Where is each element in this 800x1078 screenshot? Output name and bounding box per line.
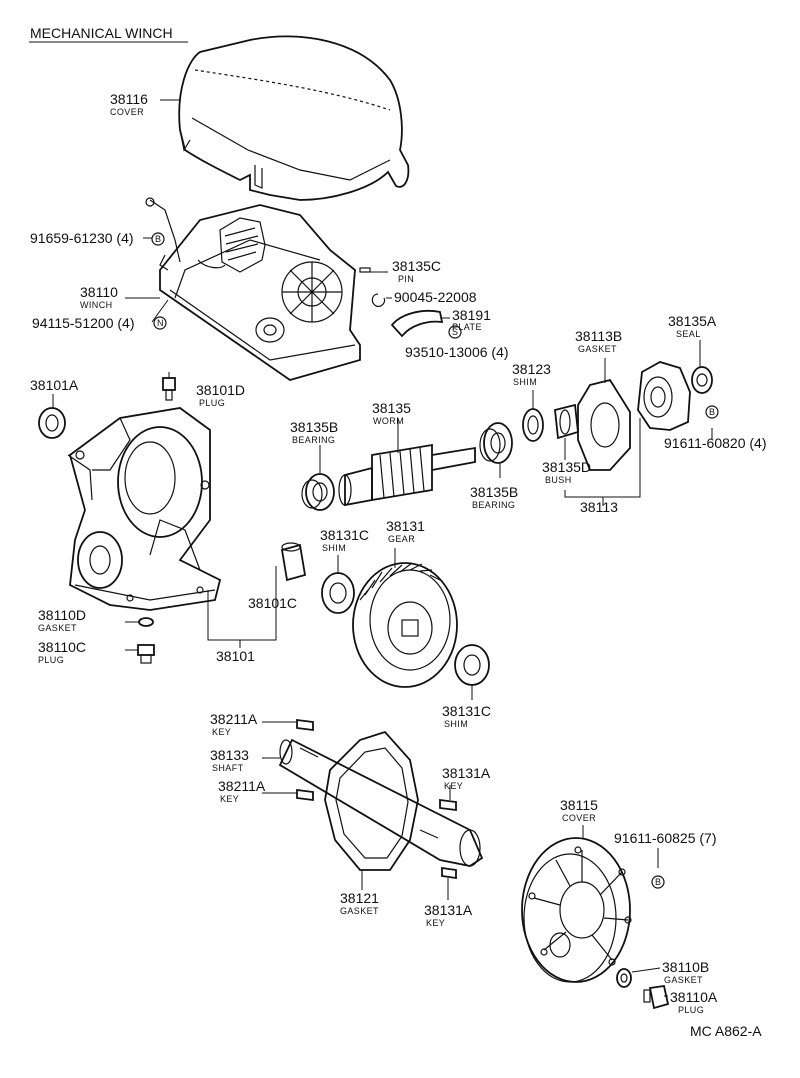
label-91611-60825-badge: B — [655, 877, 661, 887]
label-38135A-number: 38135A — [668, 313, 717, 329]
label-38135B-right-name: BEARING — [472, 500, 515, 510]
label-38135B-left-number: 38135B — [290, 419, 338, 435]
label-38131-name: GEAR — [388, 534, 415, 544]
label-38131A-bottom-number: 38131A — [424, 902, 473, 918]
label-94115-badge: N — [157, 318, 164, 328]
label-91611-60820-number: 91611-60820 (4) — [664, 435, 766, 451]
label-93510-badge: S — [452, 327, 458, 337]
label-94115-number: 94115-51200 (4) — [32, 315, 134, 331]
badge-b-circle — [705, 405, 719, 419]
sleeve-38101C-drawing — [280, 542, 307, 582]
label-38121-number: 38121 — [340, 890, 379, 906]
label-91611-60825-number: 91611-60825 (7) — [614, 830, 716, 846]
label-38110C-name: PLUG — [38, 655, 64, 665]
key-38211A-bottom-drawing — [296, 788, 314, 802]
label-38101D-name: PLUG — [199, 398, 225, 408]
badge-b-circle — [151, 232, 165, 246]
label-38211A-top-name: KEY — [212, 727, 231, 737]
label-38131-number: 38131 — [386, 518, 425, 534]
badge-n-circle — [153, 316, 167, 330]
label-38133-number: 38133 — [210, 747, 249, 763]
label-38101C-number: 38101C — [248, 595, 297, 611]
label-38131C-top-name: SHIM — [322, 543, 346, 553]
label-91611-60820-badge: B — [709, 407, 715, 417]
label-91659-number: 91659-61230 (4) — [30, 230, 134, 246]
label-38131C-bottom-number: 38131C — [442, 703, 491, 719]
cover-38116-drawing — [178, 35, 410, 201]
label-38135C-number: 38135C — [392, 258, 441, 274]
seal-38101A-drawing — [38, 407, 66, 439]
label-93510-number: 93510-13006 (4) — [405, 344, 509, 360]
label-38211A-bottom-name: KEY — [220, 794, 239, 804]
label-38115-name: COVER — [562, 813, 596, 823]
worm-38135-drawing — [338, 443, 476, 507]
label-38110-number: 38110 — [80, 284, 118, 300]
plate-38191-drawing — [390, 310, 444, 338]
label-38123-name: SHIM — [513, 377, 537, 387]
label-38101-number: 38101 — [216, 648, 255, 664]
label-38110A-name: PLUG — [678, 1005, 704, 1015]
badge-s-circle — [448, 325, 462, 339]
label-90045-number: 90045-22008 — [394, 289, 477, 305]
label-38135-name: WORM — [373, 416, 404, 426]
seal-38135A-drawing — [691, 366, 713, 394]
label-38113B-name: GASKET — [578, 344, 617, 354]
label-38211A-top-number: 38211A — [210, 711, 258, 727]
label-38135A-name: SEAL — [676, 329, 701, 339]
label-38135D-name: BUSH — [545, 475, 572, 485]
label-38135B-right-number: 38135B — [470, 484, 518, 500]
bearing-38135B-right-drawing — [479, 422, 513, 464]
label-38110D-name: GASKET — [38, 623, 77, 633]
label-38131A-bottom-name: KEY — [426, 918, 445, 928]
label-38110C-number: 38110C — [38, 639, 86, 655]
label-38135B-left-name: BEARING — [292, 435, 335, 445]
key-38131A-top-drawing — [439, 798, 457, 812]
label-38121-name: GASKET — [340, 906, 379, 916]
label-38116-number: 38116 — [110, 91, 148, 107]
label-91659-badge: B — [155, 234, 161, 244]
plug-38110A-drawing — [643, 984, 670, 1010]
label-38133-name: SHAFT — [212, 763, 244, 773]
label-38191-name: PLATE — [452, 322, 482, 332]
label-38110D-number: 38110D — [38, 607, 86, 623]
label-38116-name: COVER — [110, 107, 144, 117]
label-38135C-name: PIN — [398, 274, 414, 284]
label-38135D-number: 38135D — [542, 459, 591, 475]
gasket-38110B-drawing — [616, 968, 632, 988]
housing-38113-drawing — [637, 361, 691, 431]
gear-38131-drawing — [352, 562, 458, 688]
clip-90045-drawing — [371, 293, 386, 307]
label-38211A-bottom-number: 38211A — [218, 778, 266, 794]
cover-38115-drawing — [521, 837, 632, 983]
gasket-38113B-drawing — [577, 378, 631, 471]
badge-b-circle — [651, 875, 665, 889]
label-38115-number: 38115 — [560, 797, 598, 813]
footer-code: MC A862-A — [690, 1023, 762, 1039]
label-38131A-top-number: 38131A — [442, 765, 491, 781]
label-38131C-top-number: 38131C — [320, 527, 369, 543]
label-38131C-bottom-name: SHIM — [444, 719, 468, 729]
label-38113B-number: 38113B — [575, 328, 622, 344]
label-38110A-number: 38110A — [670, 989, 718, 1005]
gear-case-38101-drawing — [67, 407, 222, 611]
gasket-38121-drawing — [324, 730, 419, 871]
label-38110-name: WINCH — [80, 300, 113, 310]
key-38131A-bottom-drawing — [441, 866, 457, 880]
label-38101A-number: 38101A — [30, 377, 79, 393]
shaft-38133-drawing — [278, 738, 484, 867]
label-38110B-number: 38110B — [662, 959, 709, 975]
label-38123-number: 38123 — [512, 361, 551, 377]
label-38135-number: 38135 — [372, 400, 411, 416]
label-38101D-number: 38101D — [196, 382, 245, 398]
label-38131A-top-name: KEY — [444, 781, 463, 791]
diagram-title: MECHANICAL WINCH — [30, 25, 173, 41]
label-38110B-name: GASKET — [664, 975, 703, 985]
winch-38110-drawing — [145, 197, 361, 381]
label-38191-number: 38191 — [452, 307, 491, 323]
label-38113-number: 38113 — [580, 499, 618, 515]
key-38211A-top-drawing — [296, 718, 314, 732]
